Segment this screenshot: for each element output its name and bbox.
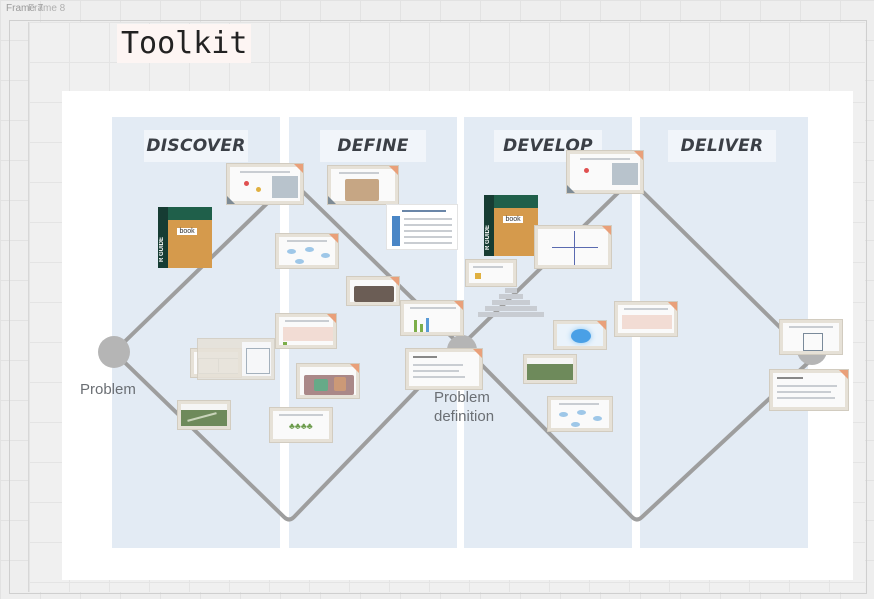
phase-label-discover: DISCOVER bbox=[144, 130, 248, 162]
toolkit-card-workshop-photo[interactable] bbox=[346, 276, 400, 306]
toolkit-card-ideation[interactable] bbox=[465, 259, 517, 287]
toolkit-card-photo-collage[interactable] bbox=[296, 363, 360, 399]
toolkit-card-matrix[interactable] bbox=[534, 225, 612, 269]
toolkit-card-define-brief[interactable] bbox=[405, 348, 483, 390]
toolkit-card-pyramid[interactable] bbox=[478, 288, 544, 318]
frame-label-front[interactable]: Frame 8 bbox=[28, 3, 66, 14]
toolkit-card-radar[interactable] bbox=[553, 320, 607, 350]
toolkit-card-guide-book[interactable]: R GUIDE book bbox=[158, 207, 212, 268]
toolkit-card-deliver-brief[interactable] bbox=[769, 369, 849, 411]
toolkit-card-site-map-develop[interactable] bbox=[523, 354, 577, 384]
problem-label: Problem bbox=[80, 381, 136, 398]
toolkit-card-stakeholder-mapping-develop[interactable] bbox=[566, 150, 644, 194]
guide-book-develop-cover-word: book bbox=[503, 215, 523, 223]
toolkit-card-define-framing[interactable] bbox=[327, 165, 399, 205]
toolkit-card-site-map[interactable] bbox=[177, 400, 231, 430]
toolkit-title[interactable]: Toolkit bbox=[117, 24, 252, 63]
problem-node[interactable] bbox=[98, 336, 130, 368]
toolkit-card-table-sheet[interactable] bbox=[386, 204, 458, 250]
toolkit-card-journey-map[interactable] bbox=[275, 313, 337, 349]
guide-book-cover-word: book bbox=[177, 227, 197, 235]
toolkit-card-persona[interactable] bbox=[197, 338, 275, 380]
toolkit-card-stakeholder-mapping[interactable] bbox=[226, 163, 304, 205]
guide-book-spine: R GUIDE bbox=[159, 236, 165, 262]
frame-7[interactable] bbox=[9, 20, 867, 594]
toolkit-card-priority-chart[interactable] bbox=[400, 300, 464, 336]
toolkit-card-plant-growth[interactable]: ♣♣♣♣ bbox=[269, 407, 333, 443]
toolkit-card-deliver-flow[interactable] bbox=[779, 319, 843, 355]
toolkit-card-ecosystem-map[interactable] bbox=[275, 233, 339, 269]
toolkit-card-guide-book-develop[interactable]: R GUIDE book bbox=[484, 195, 538, 256]
guide-book-develop-spine: R GUIDE bbox=[485, 224, 491, 250]
problem-definition-label-line1: Problem bbox=[434, 389, 490, 406]
frame-label-back[interactable]: Frame 7 bbox=[6, 3, 44, 14]
phase-label-deliver: DELIVER bbox=[668, 130, 776, 162]
toolkit-card-ecosystem-map-develop[interactable] bbox=[547, 396, 613, 432]
problem-definition-label-line2: definition bbox=[434, 408, 495, 425]
phase-label-define: DEFINE bbox=[320, 130, 426, 162]
toolkit-card-journey-map-develop[interactable] bbox=[614, 301, 678, 337]
